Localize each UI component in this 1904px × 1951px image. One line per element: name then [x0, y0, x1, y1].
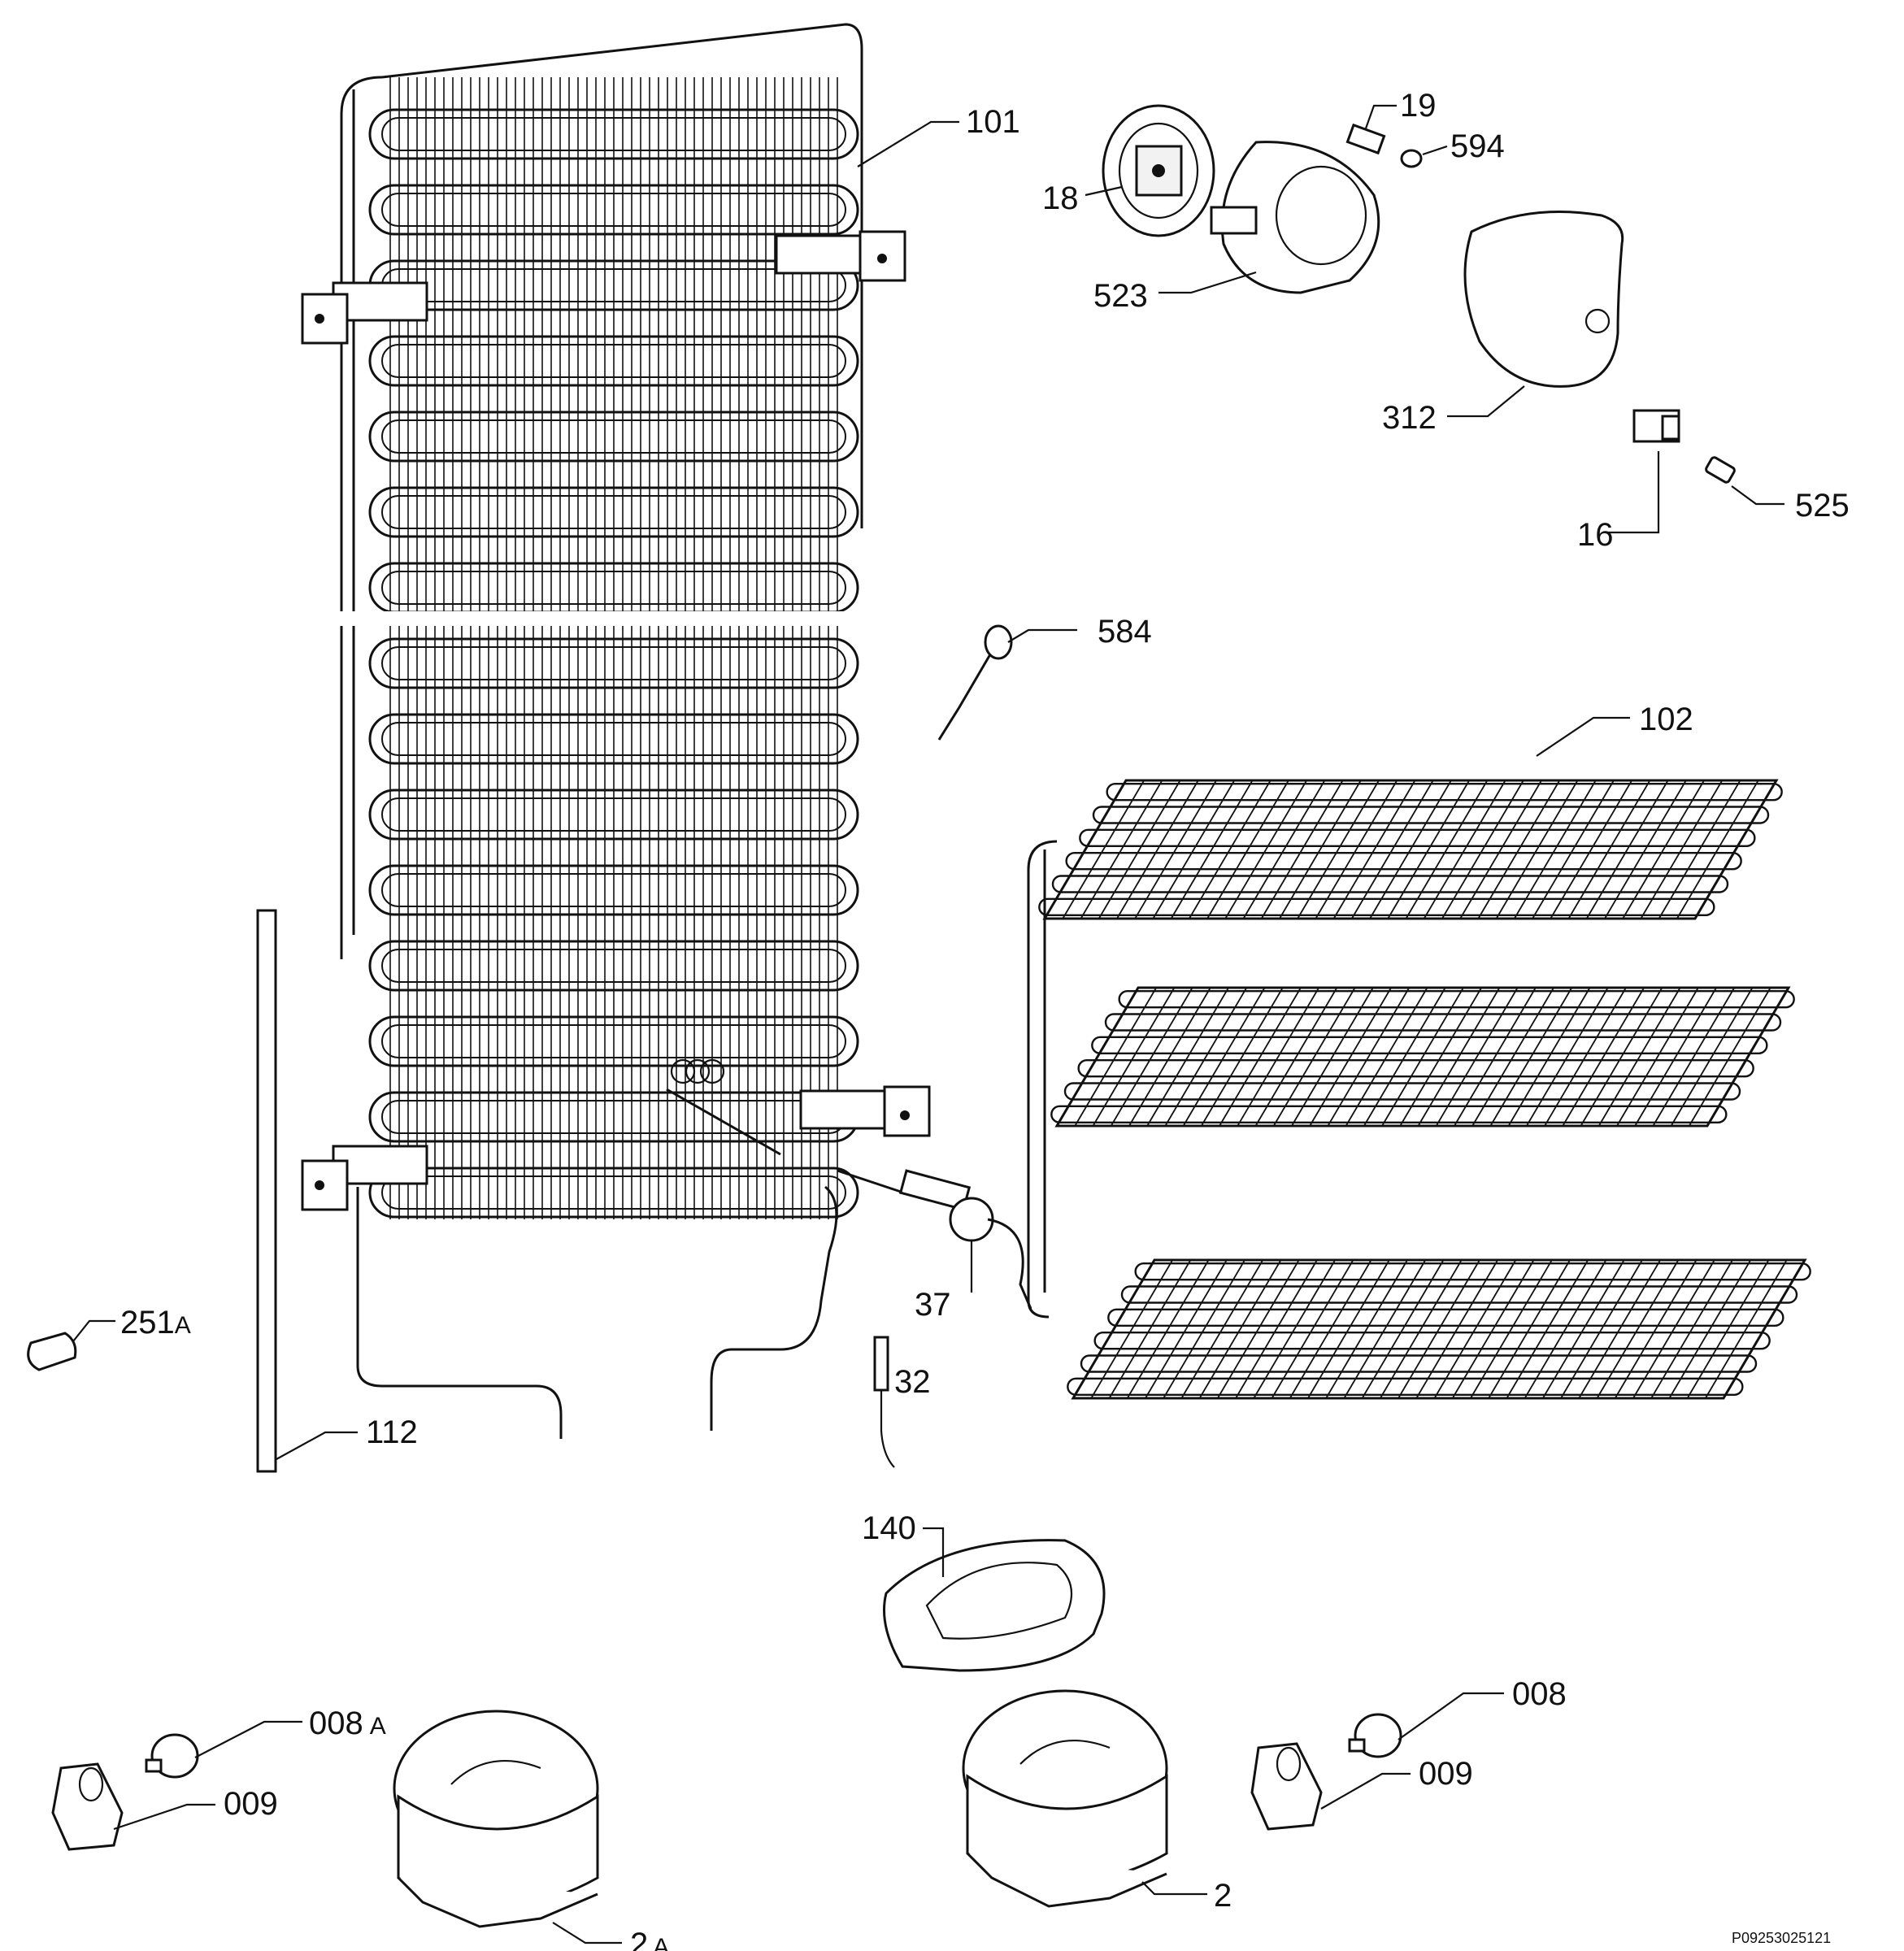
- reference-code: P09253025121: [1732, 1930, 1831, 1946]
- label-523: 523: [1093, 278, 1148, 314]
- fan-motor: [1102, 104, 1215, 237]
- sensor-clip-584: [937, 624, 1013, 741]
- evaporator-shelves: [1027, 779, 1811, 1400]
- tube-part-112: [256, 909, 277, 1473]
- label-16: 16: [1577, 517, 1614, 553]
- relay-009-right: [1250, 1742, 1323, 1831]
- label-140: 140: [862, 1510, 916, 1546]
- bracket-upper-right: [775, 230, 906, 282]
- label-594: 594: [1450, 128, 1505, 164]
- label-101: 101: [966, 104, 1020, 140]
- label-32: 32: [894, 1364, 931, 1400]
- label-112: 112: [366, 1414, 418, 1450]
- connector-part-525: [1705, 456, 1736, 484]
- lamp-part-594: [1400, 149, 1423, 168]
- compressor-2: [962, 1689, 1168, 1908]
- compressor-2a: [393, 1710, 599, 1928]
- lamp-holder-part-19: [1345, 123, 1386, 155]
- label-251a: 251A: [120, 1305, 191, 1340]
- bracket-upper-left: [301, 281, 428, 345]
- label-525: 525: [1795, 488, 1850, 524]
- sensor-part-32: [873, 1336, 895, 1468]
- label-102: 102: [1639, 702, 1693, 737]
- label-584: 584: [1098, 614, 1152, 650]
- label-18: 18: [1042, 180, 1079, 216]
- label-008: 008: [1512, 1676, 1567, 1712]
- bracket-lower-right: [799, 1085, 931, 1137]
- switch-part-16: [1632, 409, 1680, 443]
- part-labels: 101 18 19 594 523 312 16 525 584 102 251…: [120, 88, 1850, 1951]
- condenser-coil: [301, 23, 931, 1439]
- thermal-protector-008a: [145, 1733, 199, 1779]
- thermal-protector-008: [1348, 1713, 1402, 1758]
- plug-part-251a: [27, 1332, 77, 1371]
- leader-lines: [72, 104, 1784, 1944]
- label-37: 37: [915, 1287, 951, 1323]
- relay-009-left: [51, 1762, 124, 1851]
- fan-housing: [1210, 141, 1380, 294]
- bracket-lower-left: [301, 1145, 428, 1211]
- label-009-right: 009: [1419, 1756, 1473, 1792]
- label-2: 2: [1214, 1878, 1232, 1914]
- label-19: 19: [1400, 88, 1437, 124]
- label-009-left: 009: [224, 1786, 278, 1822]
- fan-cover: [1463, 211, 1624, 388]
- label-312: 312: [1382, 400, 1437, 436]
- drip-tray-part-140: [883, 1539, 1106, 1672]
